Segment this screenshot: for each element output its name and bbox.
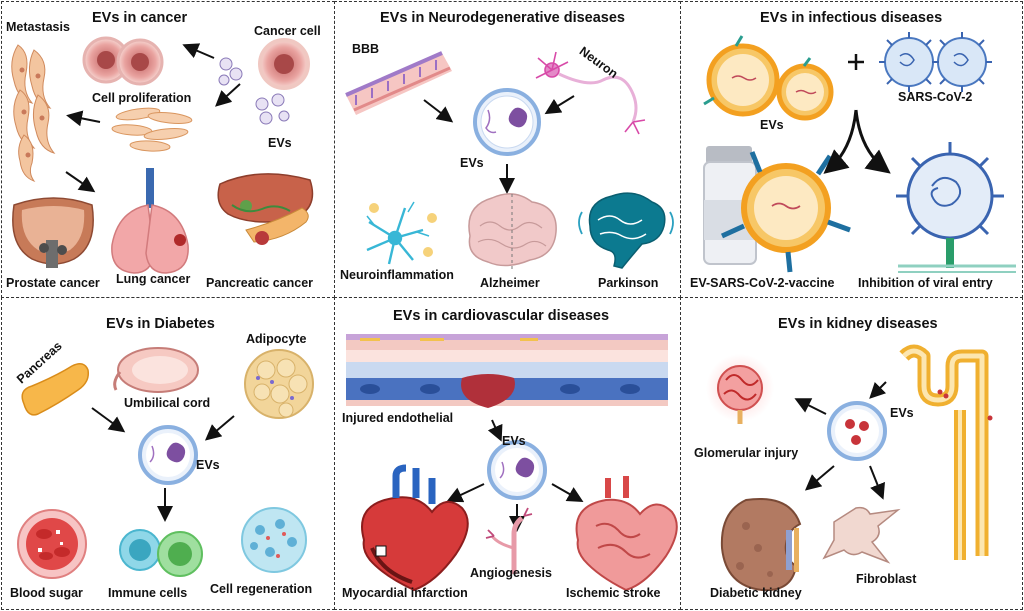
neuron-illustration xyxy=(535,51,646,135)
injured-endothelium-illustration xyxy=(346,334,668,408)
label-ischemic-stroke: Ischemic stroke xyxy=(566,586,661,600)
pancreas-liver-illustration xyxy=(217,173,314,245)
label-cell-proliferation: Cell proliferation xyxy=(92,91,192,105)
pancreas-illustration xyxy=(21,363,90,416)
label-cardio-evs: EVs xyxy=(502,434,526,448)
panel-title-infectious: EVs in infectious diseases xyxy=(760,10,943,26)
label-metastasis: Metastasis xyxy=(6,20,70,34)
panel-kidney xyxy=(680,297,1023,610)
label-neuro-evs: EVs xyxy=(460,156,484,170)
adipocyte-illustration xyxy=(244,349,314,419)
angiogenesis-illustration xyxy=(485,507,533,574)
kidney-arrows xyxy=(794,381,887,500)
diabetes-ev-vesicle xyxy=(138,425,198,485)
label-alzheimer: Alzheimer xyxy=(480,276,540,290)
alzheimer-brain-illustration xyxy=(468,193,557,272)
label-cell-regeneration: Cell regeneration xyxy=(210,582,313,596)
immune-cells-illustration xyxy=(119,529,203,577)
ischemic-stroke-heart xyxy=(575,476,678,592)
cancer-arrows xyxy=(65,43,241,193)
label-pancreatic-cancer: Pancreatic cancer xyxy=(206,276,314,290)
cancer-cell-proliferation-illustration xyxy=(82,36,164,86)
prostate-illustration xyxy=(12,197,94,268)
cardio-ev-vesicle xyxy=(487,440,547,500)
label-bbb: BBB xyxy=(352,42,380,56)
panel-title-diabetes: EVs in Diabetes xyxy=(106,316,215,332)
umbilical-cord-illustration xyxy=(113,347,199,393)
cancer-cell-illustration xyxy=(258,38,310,90)
parkinson-brain-illustration xyxy=(578,192,674,269)
neuroinflammation-illustration xyxy=(366,201,430,265)
panel-title-neurodegenerative: EVs in Neurodegenerative diseases xyxy=(380,10,625,26)
ev-vaccine-particle xyxy=(720,151,851,273)
label-cancer-evs: EVs xyxy=(268,136,292,150)
label-kidney-evs: EVs xyxy=(890,406,914,420)
infectious-arrows xyxy=(823,54,891,174)
panel-title-kidney: EVs in kidney diseases xyxy=(778,316,938,332)
label-ev-vaccine: EV-SARS-CoV-2-vaccine xyxy=(690,276,835,290)
neuro-arrows xyxy=(423,95,575,194)
label-adipocyte: Adipocyte xyxy=(246,332,307,346)
neuroinflammation-stars xyxy=(369,203,437,257)
label-injured-endothelial: Injured endothelial xyxy=(342,411,454,425)
label-inhibition-viral-entry: Inhibition of viral entry xyxy=(858,276,993,290)
myocardial-infarction-heart xyxy=(361,464,469,592)
label-fibroblast: Fibroblast xyxy=(856,572,917,586)
diabetes-arrows xyxy=(91,407,235,522)
label-lung-cancer: Lung cancer xyxy=(116,272,191,286)
panel-title-cardiovascular: EVs in cardiovascular diseases xyxy=(393,308,610,324)
glomerulus-illustration xyxy=(706,354,774,424)
label-angiogenesis: Angiogenesis xyxy=(470,566,552,580)
infectious-evs-illustration xyxy=(703,35,834,121)
label-prostate-cancer: Prostate cancer xyxy=(6,276,100,290)
sars-cov-2-illustration xyxy=(879,32,992,92)
metastasis-cells-illustration xyxy=(11,44,56,182)
label-umbilical-cord: Umbilical cord xyxy=(124,396,211,410)
blood-sugar-illustration xyxy=(17,509,87,579)
lung-illustration xyxy=(111,168,189,274)
label-infectious-evs: EVs xyxy=(760,118,784,132)
virus-inhibition-illustration xyxy=(896,142,1016,273)
panel-title-cancer: EVs in cancer xyxy=(92,10,188,26)
fibroblast-illustration xyxy=(822,506,901,564)
neuro-ev-vesicle xyxy=(473,88,541,156)
label-glomerular-injury: Glomerular injury xyxy=(694,446,799,460)
proliferating-cells-illustration xyxy=(111,107,193,152)
label-neuroinflammation: Neuroinflammation xyxy=(340,268,454,282)
cancer-evs-icons xyxy=(218,57,290,125)
nephron-tubule-illustration xyxy=(899,344,993,560)
bbb-illustration xyxy=(345,51,452,115)
label-immune-cells: Immune cells xyxy=(108,586,188,600)
label-cancer-cell: Cancer cell xyxy=(254,24,321,38)
label-parkinson: Parkinson xyxy=(598,276,659,290)
label-diabetic-kidney: Diabetic kidney xyxy=(710,586,802,600)
label-myocardial-infarction: Myocardial infarction xyxy=(342,586,468,600)
label-blood-sugar: Blood sugar xyxy=(10,586,83,600)
kidney-ev-vesicle xyxy=(827,401,887,461)
label-sars-cov-2: SARS-CoV-2 xyxy=(898,90,973,104)
diabetic-kidney-illustration xyxy=(720,498,802,592)
label-diabetes-evs: EVs xyxy=(196,458,220,472)
cell-regeneration-illustration xyxy=(241,507,307,573)
